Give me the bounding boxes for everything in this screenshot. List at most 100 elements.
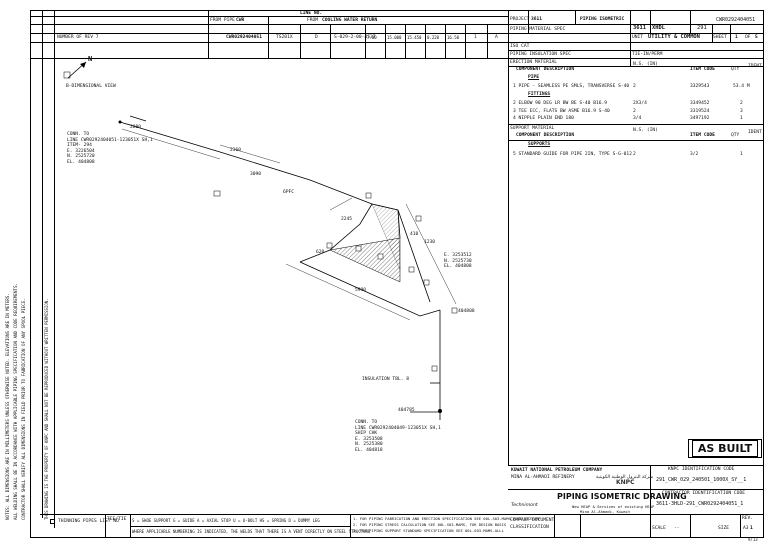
item-tag xyxy=(365,192,372,199)
hatched-slope-zone xyxy=(329,237,401,283)
coordinates-right: E. 3253512 N. 2525730 EL. 404808 xyxy=(444,253,472,269)
col-component: COMPONENT DESCRIPTION xyxy=(516,67,575,72)
drawing-sheet xyxy=(30,10,764,538)
value-6: 1 xyxy=(474,35,477,40)
contractor-code: 3611-3HLD-291_CWR0292404051_1 xyxy=(656,501,744,507)
knpc-logo: KNPC xyxy=(616,479,635,486)
drawing-ref: S-029-2-00-4537 xyxy=(334,35,376,40)
thinning-label: THINNING PIPES LIST NO xyxy=(58,519,119,524)
of-label: OF xyxy=(745,35,751,40)
dim-4: 5990 xyxy=(355,288,367,293)
connection-bottom: CONN. TO LINE CWR0292404049-123051X SH,1… xyxy=(355,420,441,453)
item-tag xyxy=(377,253,384,260)
pipe-spec-row: PIPING MATERIAL SPEC xyxy=(510,27,566,32)
scale-value: -- xyxy=(674,526,680,531)
of-value: 5 xyxy=(755,35,758,40)
company-doc-label: COMPANY DOCUMENT xyxy=(510,518,555,523)
pipe-header: PIPE xyxy=(528,75,540,80)
thinning-checkbox[interactable] xyxy=(50,519,55,524)
insulation-note: INSULATION TBL. 8 xyxy=(362,377,410,382)
fitting-1-size: 2X3/4 xyxy=(633,101,647,106)
drawing-title: PIPING ISOMETRIC DRAWING xyxy=(557,492,687,501)
support-col-code: ITEM CODE xyxy=(690,133,715,138)
erection-title: ERECTION MATERIAL xyxy=(510,60,558,65)
fitting-3-qty: 1 xyxy=(740,116,743,121)
pipe-item: 1 PIPE - SEAMLESS PE SMLS, TRANSVERSE S-… xyxy=(513,84,630,89)
note-1: 1. FOR PIPING FABRICATION AND ERECTION S… xyxy=(353,516,541,521)
fitting-1-code: 3349452 xyxy=(690,101,710,106)
as-built-stamp: AS BUILT xyxy=(688,439,762,458)
support-1: 5 STANDARD GUIDE FOR PIPE 2IN, TYPE S-G-… xyxy=(513,152,632,157)
subtitle-1: New HEAP & Services of existing HEAP xyxy=(572,504,655,509)
fluid-value: COOLING WATER RETURN xyxy=(322,18,378,23)
value-2: 15.000 xyxy=(387,35,402,40)
company-arabic: شركة البترول الوطنية الكويتية xyxy=(596,475,653,480)
owner-code-label: KNPC IDENTIFICATION CODE xyxy=(668,467,735,472)
item-tag xyxy=(415,215,422,222)
plant-no: 3611 xyxy=(633,25,646,31)
value-5: 16.50 xyxy=(447,35,460,40)
area: 291 xyxy=(697,25,707,31)
col-code: ITEM CODE xyxy=(690,67,715,72)
support-col-ident: IDENT xyxy=(748,130,762,135)
unit-label: UNIT xyxy=(632,35,644,40)
weld-ref-2: 404785 xyxy=(398,408,415,413)
size-class: D xyxy=(315,35,318,40)
note-2: 2. FOR PIPING STRESS CALCULATION SEE 00L… xyxy=(353,522,507,527)
north-arrow-icon xyxy=(63,61,87,79)
item-tag xyxy=(355,245,362,252)
project-label: PROJECT xyxy=(510,17,530,22)
owner-code: 291_CWR_029_240501_1000X_SY__1 xyxy=(656,477,747,483)
fitting-3: 4 NIPPLE PLAIN END 180 xyxy=(513,116,574,121)
unit-code: XHDL xyxy=(652,25,665,31)
fitting-2-qty: 3 xyxy=(740,109,743,114)
rev-value: 1 xyxy=(750,526,753,531)
col-qty: QTY xyxy=(731,67,740,72)
project-no: 3611 xyxy=(531,17,543,22)
col-size: N.S. (IN) xyxy=(633,62,658,67)
support-1-qty: 1 xyxy=(740,152,743,157)
company-name: KUWAIT NATIONAL PETROLEUM COMPANY xyxy=(511,468,603,473)
sheet-number: 9/13 xyxy=(748,537,758,542)
contractor-logo: Technimont xyxy=(511,503,538,508)
fitting-1-qty: 2 xyxy=(740,101,743,106)
insulation-row: PIPING INSULATION SPEC xyxy=(510,52,571,57)
size-value: A3 xyxy=(743,526,749,531)
from-value: CWR xyxy=(236,18,245,23)
supports-header: SUPPORTS xyxy=(528,142,551,147)
value-4: 0.220 xyxy=(427,35,440,40)
size-label: SIZE xyxy=(718,526,730,531)
pipe-qty: 53.4 M xyxy=(733,84,750,89)
doc-type: PIPING ISOMETRIC xyxy=(580,17,625,22)
classification-label: CLASSIFICATION xyxy=(510,525,549,530)
support-1-size: 2 xyxy=(633,152,636,157)
sheet-value: 1 xyxy=(735,35,738,40)
item-tag xyxy=(408,266,415,273)
tie-label: TIE-IN/PERM xyxy=(632,52,663,57)
value-7: A xyxy=(495,35,498,40)
line-no-label: LINE NO. xyxy=(300,11,323,16)
pipe-size: 2 xyxy=(633,84,636,89)
rev-label: REV. xyxy=(742,516,754,521)
fitting-2: 3 TEE ECC, FLATS BW ASME B16.9 S-40 xyxy=(513,109,610,114)
dim-5: 1230 xyxy=(424,240,436,245)
dim-7: 620 xyxy=(316,250,325,255)
dim-1: 2360 xyxy=(230,148,242,153)
value-3: 15.450 xyxy=(407,35,422,40)
connection-top: CONN. TO LINE CWR0292404051-123051X SH,1… xyxy=(67,132,153,165)
fitting-3-code: 3497192 xyxy=(690,116,710,121)
flow-label: 6PFC xyxy=(283,190,295,195)
dim-3: 2245 xyxy=(341,217,353,222)
support-title: SUPPORT MATERIAL xyxy=(510,126,555,131)
value-1: 7.00 xyxy=(367,35,377,40)
cs-row: ISO CAT xyxy=(510,44,530,49)
contractor-code-label: CONTRACTOR IDENTIFICATION CODE xyxy=(662,491,745,496)
dim-2: 3090 xyxy=(250,172,262,177)
dim-6: 2880 xyxy=(130,125,142,130)
view-legend: B-DIMENSIONAL VIEW xyxy=(66,84,116,89)
spec: TS201X xyxy=(276,35,293,40)
sheet-label: SHEET xyxy=(713,35,727,40)
fitting-1: 2 ELBOW 90 DEG LR BW BE S-40 B16.9 xyxy=(513,101,608,106)
right-line-no: CWR0292404051 xyxy=(716,17,756,23)
